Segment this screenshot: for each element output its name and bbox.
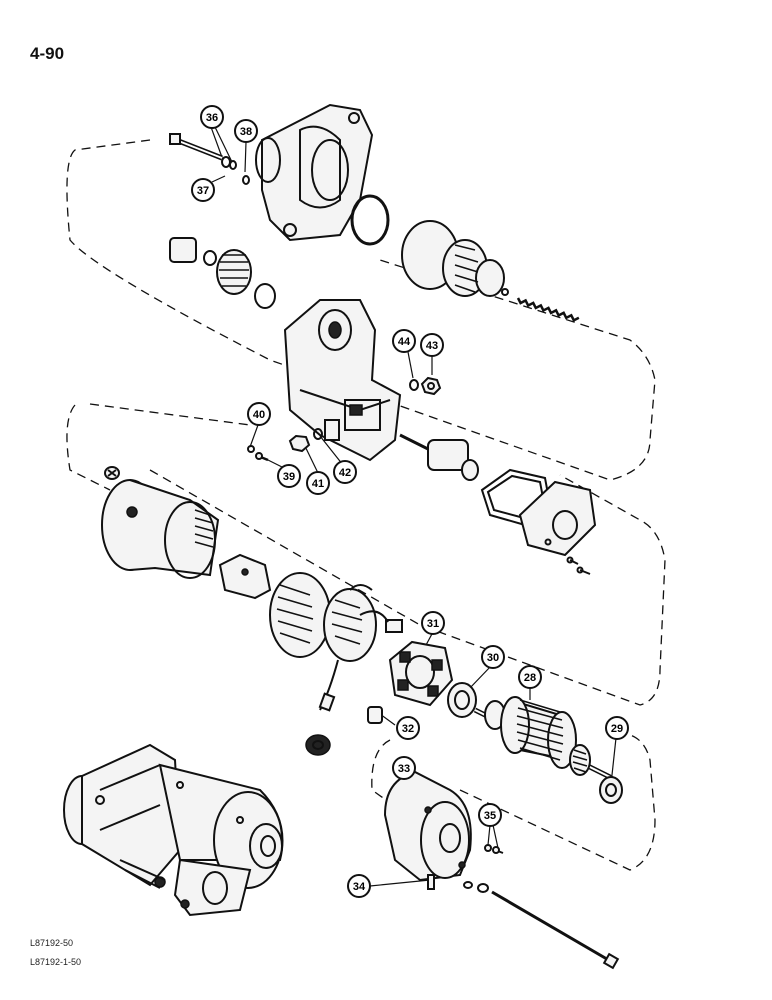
commutator-end-cover-33 — [383, 770, 472, 882]
callout-label: 40 — [253, 409, 265, 421]
callout-label: 34 — [353, 881, 366, 893]
page-number: 4-90 — [30, 44, 65, 63]
pole-shoe — [218, 553, 272, 600]
center-housing — [283, 299, 402, 462]
callout-28: 28 — [518, 665, 542, 689]
callout-34: 34 — [347, 874, 371, 898]
reduction-gear-set — [169, 237, 276, 309]
drive-end-housing — [255, 103, 374, 242]
callout-label: 37 — [197, 185, 209, 197]
callout-label: 41 — [312, 478, 324, 490]
callout-label: 38 — [240, 126, 252, 138]
callout-43: 43 — [420, 333, 444, 357]
callout-41: 41 — [306, 471, 330, 495]
figure-reference: L87192-50 — [30, 938, 74, 948]
callout-label: 39 — [283, 471, 295, 483]
callout-40: 40 — [247, 402, 271, 426]
terminal-stud — [324, 419, 340, 441]
field-terminal-lead — [305, 659, 339, 756]
screw-small-top — [104, 466, 120, 480]
callout-44: 44 — [392, 329, 416, 353]
group-outline-yoke — [66, 403, 666, 706]
washer-44 — [409, 379, 419, 391]
field-coil-assembly — [269, 572, 403, 662]
nut-41 — [288, 434, 311, 453]
group-outline-drive-end — [66, 139, 656, 481]
callout-35: 35 — [478, 803, 502, 827]
callout-label: 35 — [484, 810, 496, 822]
washer-42 — [313, 428, 323, 440]
brush-holder-31 — [388, 640, 454, 707]
solenoid-cover — [518, 480, 597, 557]
bearing-29 — [599, 776, 623, 804]
o-ring — [350, 194, 390, 246]
callout-label: 30 — [487, 652, 499, 664]
nut-43 — [420, 376, 442, 396]
callout-31: 31 — [421, 611, 445, 635]
callout-label: 33 — [398, 763, 410, 775]
o-ring-38 — [242, 175, 250, 185]
callout-37: 37 — [191, 178, 215, 202]
group-outline-commutator-end — [371, 734, 656, 871]
callout-30: 30 — [481, 645, 505, 669]
callout-label: 28 — [524, 672, 536, 684]
callout-39: 39 — [277, 464, 301, 488]
callout-label: 44 — [398, 336, 411, 348]
figure-reference-secondary: L87192-1-50 — [30, 957, 82, 967]
callout-label: 32 — [402, 723, 414, 735]
bearing-30 — [447, 682, 477, 718]
screw-39 — [247, 445, 269, 462]
yoke-frame — [101, 479, 220, 579]
callout-36: 36 — [200, 105, 224, 129]
callout-33: 33 — [392, 756, 416, 780]
stud-34 — [427, 874, 435, 890]
callout-32: 32 — [396, 716, 420, 740]
callout-38: 38 — [234, 119, 258, 143]
pinion-clutch — [401, 220, 509, 297]
screws-35 — [484, 844, 504, 854]
through-bolt-long — [463, 881, 620, 970]
callout-label: 42 — [339, 467, 351, 479]
callout-label: 36 — [206, 112, 218, 124]
callout-label: 43 — [426, 340, 438, 352]
cover-screws — [566, 556, 591, 575]
callout-label: 31 — [427, 618, 439, 630]
callout-42: 42 — [333, 460, 357, 484]
callout-label: 29 — [611, 723, 623, 735]
armature-28 — [473, 696, 614, 781]
solenoid-plunger — [399, 433, 479, 481]
callout-29: 29 — [605, 716, 629, 740]
return-spring — [516, 297, 580, 323]
assembled-starter-motor — [63, 743, 284, 917]
through-bolt-36 — [169, 133, 237, 170]
brush-32 — [367, 706, 383, 724]
